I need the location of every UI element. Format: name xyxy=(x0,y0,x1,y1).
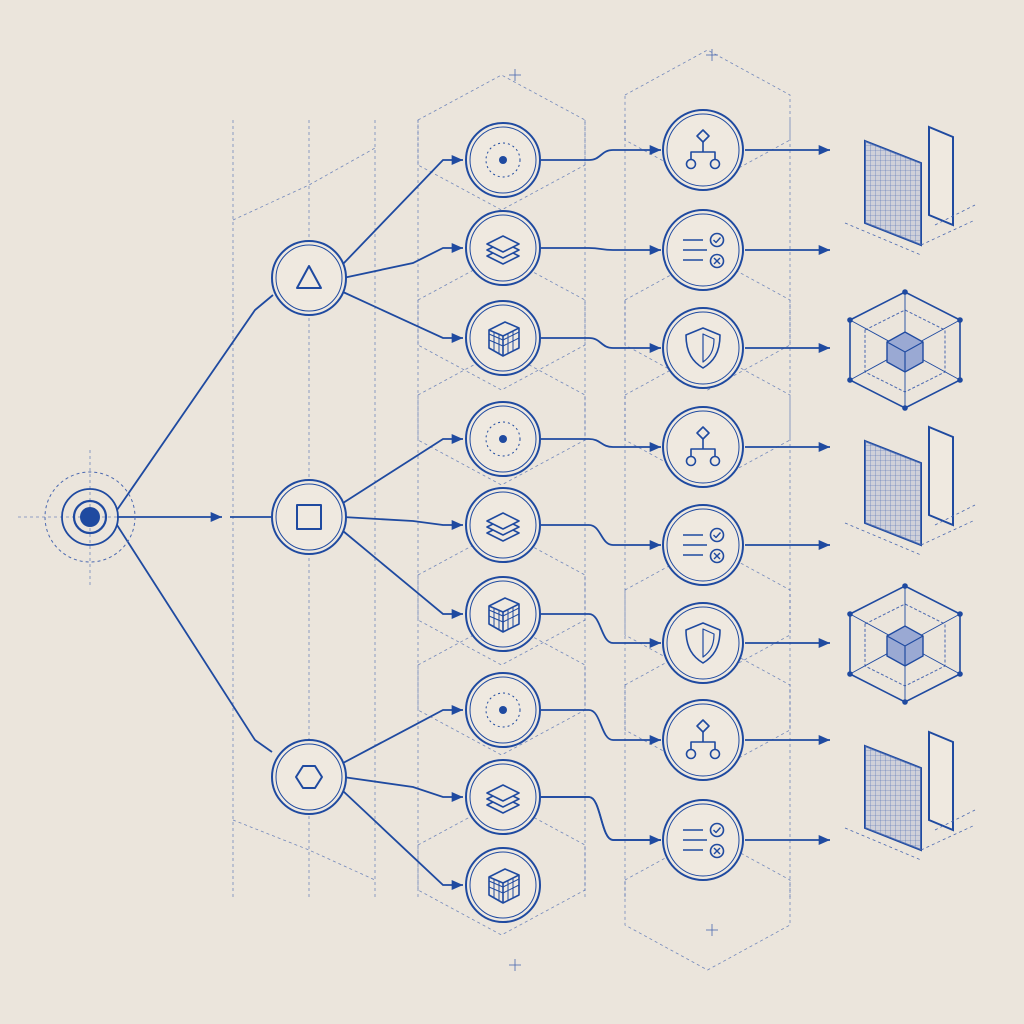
branch-tree-icon xyxy=(685,129,721,170)
connector-arrows xyxy=(116,144,830,891)
stacked-panels-icon xyxy=(844,125,976,256)
layers-icon xyxy=(486,784,520,814)
branch-node-3 xyxy=(271,739,347,815)
step2-node-1-3 xyxy=(662,307,744,389)
branch-node-1 xyxy=(271,240,347,316)
square-icon xyxy=(296,504,322,530)
output-node-3-1 xyxy=(844,730,976,861)
step2-node-1-2 xyxy=(662,209,744,291)
edge-step1-step2-1-2 xyxy=(541,244,661,256)
step2-node-2-1 xyxy=(662,406,744,488)
wireframe-cube-icon xyxy=(847,289,963,411)
step1-node-2-2 xyxy=(465,487,541,563)
step1-node-1-3 xyxy=(465,300,541,376)
output-node-2-3 xyxy=(847,583,963,705)
stacked-panels-icon xyxy=(844,730,976,861)
step1-node-2-1 xyxy=(465,401,541,477)
diagram-nodes xyxy=(44,109,976,923)
branch-tree-icon xyxy=(685,719,721,760)
step1-node-2-3 xyxy=(465,576,541,652)
step2-node-3-1 xyxy=(662,699,744,781)
step2-node-2-2 xyxy=(662,504,744,586)
dot-orbit-icon xyxy=(485,692,521,728)
output-node-2-1 xyxy=(844,425,976,556)
step2-node-1-1 xyxy=(662,109,744,191)
dot-orbit-icon xyxy=(485,421,521,457)
stacked-panels-icon xyxy=(844,425,976,556)
checklist-icon xyxy=(683,822,725,859)
branch-node-2 xyxy=(271,479,347,555)
step1-node-1-2 xyxy=(465,210,541,286)
edge-step1-step2-3-1 xyxy=(541,709,661,746)
edge-root-branch-3 xyxy=(116,524,273,753)
triangle-icon xyxy=(296,265,322,289)
edge-branch-2-step1-1 xyxy=(342,433,463,504)
step2-node-2-3 xyxy=(662,602,744,684)
cube-grid-icon xyxy=(488,597,520,633)
edge-branch-3-step1-3 xyxy=(342,790,463,891)
layers-icon xyxy=(486,235,520,265)
edge-step1-step2-2-3 xyxy=(541,613,661,649)
shield-icon xyxy=(685,327,721,369)
edge-step1-step2-2-1 xyxy=(541,438,661,453)
cube-grid-icon xyxy=(488,868,520,904)
checklist-icon xyxy=(683,527,725,564)
edge-branch-2-step1-3 xyxy=(342,530,463,620)
layers-icon xyxy=(486,512,520,542)
output-node-1-1 xyxy=(844,125,976,256)
edge-branch-2-step1-2 xyxy=(342,516,463,531)
target-icon xyxy=(44,471,136,563)
edge-branch-1-step1-2 xyxy=(342,242,463,279)
step1-node-3-2 xyxy=(465,759,541,835)
checklist-icon xyxy=(683,232,725,269)
output-node-1-3 xyxy=(847,289,963,411)
step1-node-3-3 xyxy=(465,847,541,923)
edge-step1-step2-1-3 xyxy=(541,337,661,354)
step1-node-1-1 xyxy=(465,122,541,198)
edge-root-branch-1 xyxy=(116,294,274,511)
branch-tree-icon xyxy=(685,426,721,467)
hexagon-icon xyxy=(295,765,323,789)
edge-extra xyxy=(541,796,661,841)
edge-branch-3-step1-1 xyxy=(342,704,463,764)
shield-icon xyxy=(685,622,721,664)
dot-orbit-icon xyxy=(485,142,521,178)
edge-branch-1-step1-1 xyxy=(342,154,463,265)
edge-step1-step2-2-2 xyxy=(541,524,661,551)
root-node xyxy=(44,471,136,563)
edge-branch-1-step1-3 xyxy=(342,291,463,344)
edge-step1-step2-1-1 xyxy=(541,144,661,161)
wireframe-cube-icon xyxy=(847,583,963,705)
cube-grid-icon xyxy=(488,321,520,357)
edge-branch-3-step1-2 xyxy=(342,776,463,803)
step2-node-3-2 xyxy=(662,799,744,881)
step1-node-3-1 xyxy=(465,672,541,748)
